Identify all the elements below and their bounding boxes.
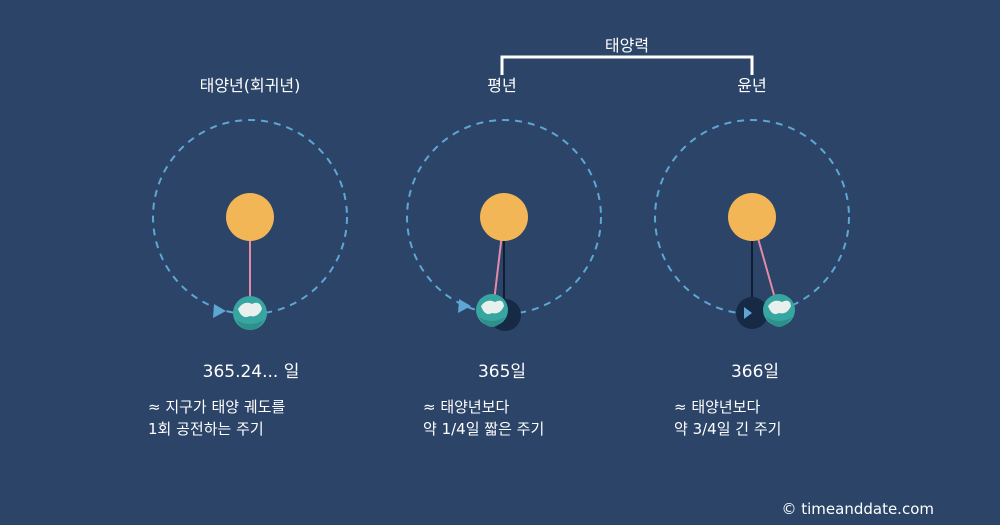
panel-common-year [406,119,602,331]
description-tropical-year: ≈ 지구가 태양 궤도를 1회 공전하는 주기 [148,398,286,438]
period-common-year: 365일 [477,362,527,382]
orbit-arrow-icon [458,299,471,313]
panel-leap-year [654,119,850,329]
panel-tropical-year [152,119,348,330]
period-tropical-year: 365.24... 일 [202,362,300,382]
sun-icon [480,193,528,241]
sun-icon [226,193,274,241]
copyright-credit: © timeanddate.com [781,500,934,518]
panel-title-common-year: 평년 [487,76,517,95]
orbit-path [654,119,850,315]
earth-icon [763,294,795,327]
earth-icon [476,294,508,327]
description-common-year: ≈ 태양년보다 약 1/4일 짧은 주기 [423,398,545,438]
orbit-arrow-icon [744,307,752,319]
orbit-arrow-icon [213,304,226,318]
orbit-path [152,119,348,315]
calendar-bracket [500,55,754,75]
sun-icon [728,193,776,241]
solar-calendar-label: 태양력 [604,36,650,55]
earth-icon [233,296,267,330]
period-leap-year: 366일 [730,362,780,382]
description-leap-year: ≈ 태양년보다 약 3/4일 긴 주기 [674,398,782,438]
panel-title-leap-year: 윤년 [737,76,767,95]
orbit-path [406,119,602,315]
panel-title-tropical-year: 태양년(회귀년) [199,76,301,95]
